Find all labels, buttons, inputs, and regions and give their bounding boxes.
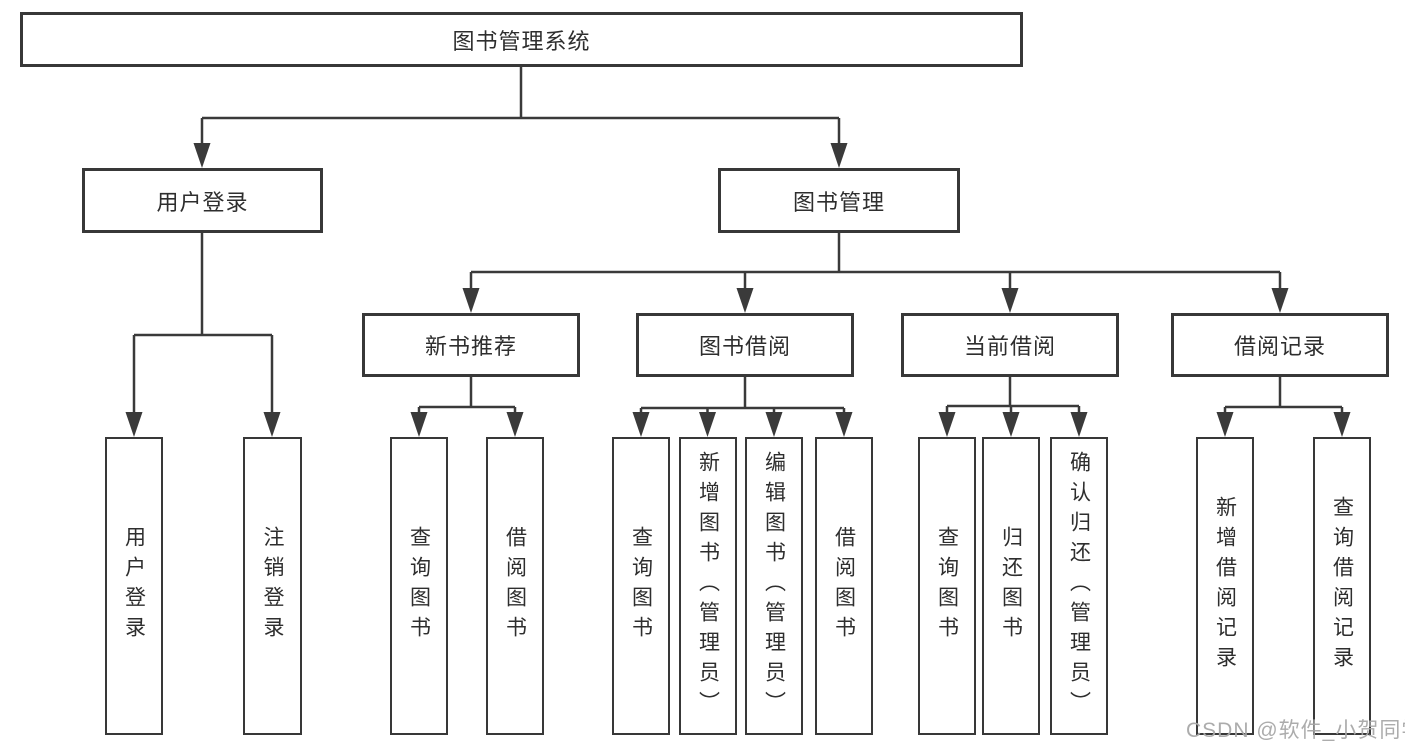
- node-current-borrow-label: 当前借阅: [963, 334, 1056, 359]
- leaf-edit-book-admin: 编辑图书（管理员）: [745, 437, 803, 735]
- leaf-borrow-book-1-label: 借阅图书: [503, 526, 527, 646]
- leaf-borrow-book-1: 借阅图书: [486, 437, 544, 735]
- node-root-label: 图书管理系统: [452, 28, 591, 54]
- node-current-borrow: 当前借阅: [901, 313, 1119, 377]
- leaf-query-book-1-label: 查询图书: [407, 526, 431, 646]
- leaf-add-borrow-record: 新增借阅记录: [1196, 437, 1254, 735]
- node-new-book-recommend-label: 新书推荐: [424, 334, 517, 359]
- leaf-confirm-return-admin: 确认归还（管理员）: [1050, 437, 1108, 735]
- leaf-add-book-admin: 新增图书（管理员）: [679, 437, 737, 735]
- csdn-watermark: CSDN @软件_小贺同学: [1186, 719, 1405, 742]
- leaf-logout: 注销登录: [243, 437, 302, 735]
- node-user-login: 用户登录: [82, 168, 323, 233]
- node-root: 图书管理系统: [20, 12, 1023, 67]
- leaf-borrow-book-2: 借阅图书: [815, 437, 873, 735]
- leaf-query-book-3: 查询图书: [918, 437, 976, 735]
- leaf-query-book-3-label: 查询图书: [935, 526, 959, 646]
- leaf-query-book-2-label: 查询图书: [629, 526, 653, 646]
- leaf-query-borrow-record-label: 查询借阅记录: [1330, 496, 1354, 676]
- leaf-logout-label: 注销登录: [261, 526, 284, 646]
- leaf-return-book-label: 归还图书: [999, 526, 1023, 646]
- node-borrow-record: 借阅记录: [1171, 313, 1389, 377]
- node-book-borrow-label: 图书借阅: [698, 334, 791, 359]
- leaf-query-borrow-record: 查询借阅记录: [1313, 437, 1371, 735]
- node-user-login-label: 用户登录: [156, 189, 249, 215]
- leaf-query-book-2: 查询图书: [612, 437, 670, 735]
- leaf-borrow-book-2-label: 借阅图书: [832, 526, 856, 646]
- leaf-edit-book-admin-label: 编辑图书（管理员）: [762, 451, 786, 721]
- node-book-management-label: 图书管理: [792, 189, 885, 215]
- leaf-user-login-label: 用户登录: [122, 526, 146, 646]
- node-borrow-record-label: 借阅记录: [1233, 334, 1326, 359]
- node-book-borrow: 图书借阅: [636, 313, 854, 377]
- node-book-management: 图书管理: [718, 168, 960, 233]
- leaf-user-login: 用户登录: [105, 437, 163, 735]
- leaf-query-book-1: 查询图书: [390, 437, 448, 735]
- leaf-confirm-return-admin-label: 确认归还（管理员）: [1067, 451, 1091, 721]
- node-new-book-recommend: 新书推荐: [362, 313, 580, 377]
- leaf-return-book: 归还图书: [982, 437, 1040, 735]
- leaf-add-borrow-record-label: 新增借阅记录: [1213, 496, 1237, 676]
- leaf-add-book-admin-label: 新增图书（管理员）: [696, 451, 720, 721]
